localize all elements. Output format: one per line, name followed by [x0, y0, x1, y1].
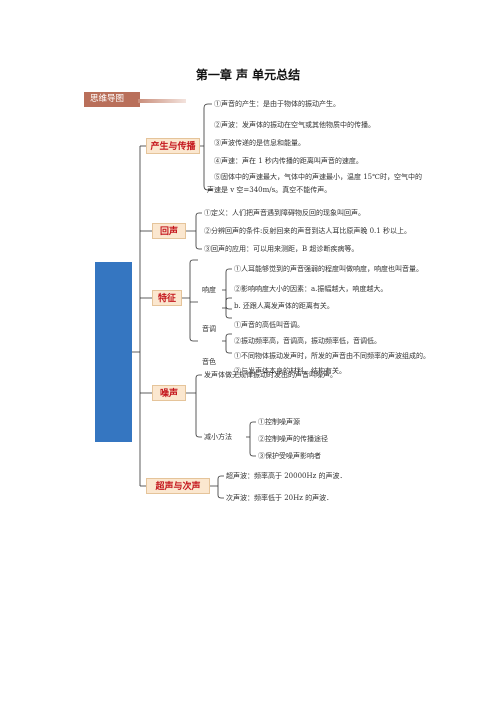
loudness-item-3: b. 还跟人离发声体的距离有关。 [234, 302, 334, 310]
production-item-2: ②声波：发声体的振动在空气或其他物质中的传播。 [214, 121, 375, 129]
ultra-item-2: 次声波：频率低于 20Hz 的声波． [226, 494, 334, 502]
noise-definition: 发声体做无规律振动时发出的声音叫噪声。 [204, 371, 337, 379]
loudness-item-2: ②影响响度大小的因素：a.振幅越大，响度越大。 [234, 285, 388, 293]
noise-reduce-item-1: ①控制噪声源 [258, 418, 300, 426]
branch-features: 特征 [152, 290, 182, 306]
noise-reduce-item-3: ③保护受噪声影响者 [258, 452, 321, 460]
branch-production: 产生与传播 [146, 138, 200, 154]
production-item-4: ④声速：声在 1 秒内传播的距离叫声音的速度。 [214, 157, 363, 165]
pitch-label: 音调 [202, 325, 216, 333]
pitch-item-2: ②振动频率高，音调高，振动频率低，音调低。 [234, 337, 381, 345]
branch-echo: 回声 [152, 223, 186, 239]
branch-noise: 噪声 [152, 385, 186, 401]
mind-map-tag: 思维导图 [84, 92, 140, 107]
production-item-1: ①声音的产生：是由于物体的振动产生。 [214, 100, 340, 108]
echo-item-2: ②分辨回声的条件:反射回来的声音到达人耳比原声晚 0.1 秒以上。 [204, 227, 411, 235]
production-item-6: 声速是 v 空=340m/s。真空不能传声。 [207, 186, 332, 194]
pitch-item-1: ①声音的高低叫音调。 [234, 321, 304, 329]
center-node [95, 262, 132, 442]
timbre-item-1: ①不同物体振动发声时，所发的声音由不同频率的声波组成的。 [234, 352, 430, 360]
noise-reduce-item-2: ②控制噪声的传播途径 [258, 435, 328, 443]
noise-reduce-label: 减小方法 [204, 433, 232, 441]
timbre-label: 音色 [202, 358, 216, 366]
tag-decoration [138, 99, 186, 103]
loudness-item-1: ①人耳能够觉到的声音强弱的程度叫做响度，响度也叫音量。 [234, 265, 423, 273]
timbre-item-2: ②与发声体本身的材料、结构有关。 [234, 367, 346, 375]
branch-ultra-infra: 超声与次声 [146, 478, 210, 494]
loudness-label: 响度 [202, 286, 216, 294]
page-title: 第一章 声 单元总结 [195, 68, 301, 82]
echo-item-3: ③回声的应用：可以用来测距，B 超诊断疾病等。 [204, 245, 359, 253]
production-item-3: ③声波传递的是信息和能量。 [214, 139, 305, 147]
ultra-item-1: 超声波：频率高于 20000Hz 的声波． [226, 472, 347, 480]
echo-item-1: ①定义：人们把声音遇到障碍物反回的现象叫回声。 [204, 209, 365, 217]
production-item-5: ⑤固体中的声速最大，气体中的声速最小，温度 15℃时，空气中的 [214, 173, 422, 181]
